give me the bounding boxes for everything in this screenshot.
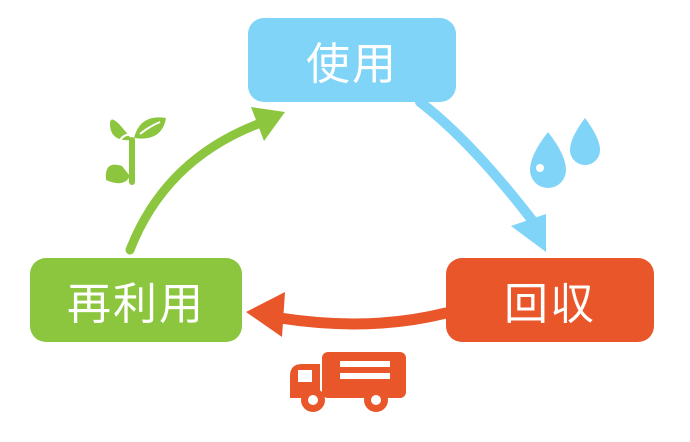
arrow-use-to-recover (415, 97, 546, 252)
node-reuse-label: 再利用 (67, 279, 205, 330)
node-recover-label: 回収 (504, 279, 596, 330)
sprout-icon (105, 117, 166, 185)
water-drops-icon (530, 118, 600, 188)
node-reuse: 再利用 (30, 258, 242, 342)
node-recover: 回収 (446, 258, 654, 342)
arrow-recover-to-reuse (246, 292, 452, 337)
truck-icon (290, 352, 406, 412)
node-use-label: 使用 (306, 39, 398, 90)
arrow-reuse-to-use (125, 107, 285, 255)
node-use: 使用 (248, 18, 456, 102)
